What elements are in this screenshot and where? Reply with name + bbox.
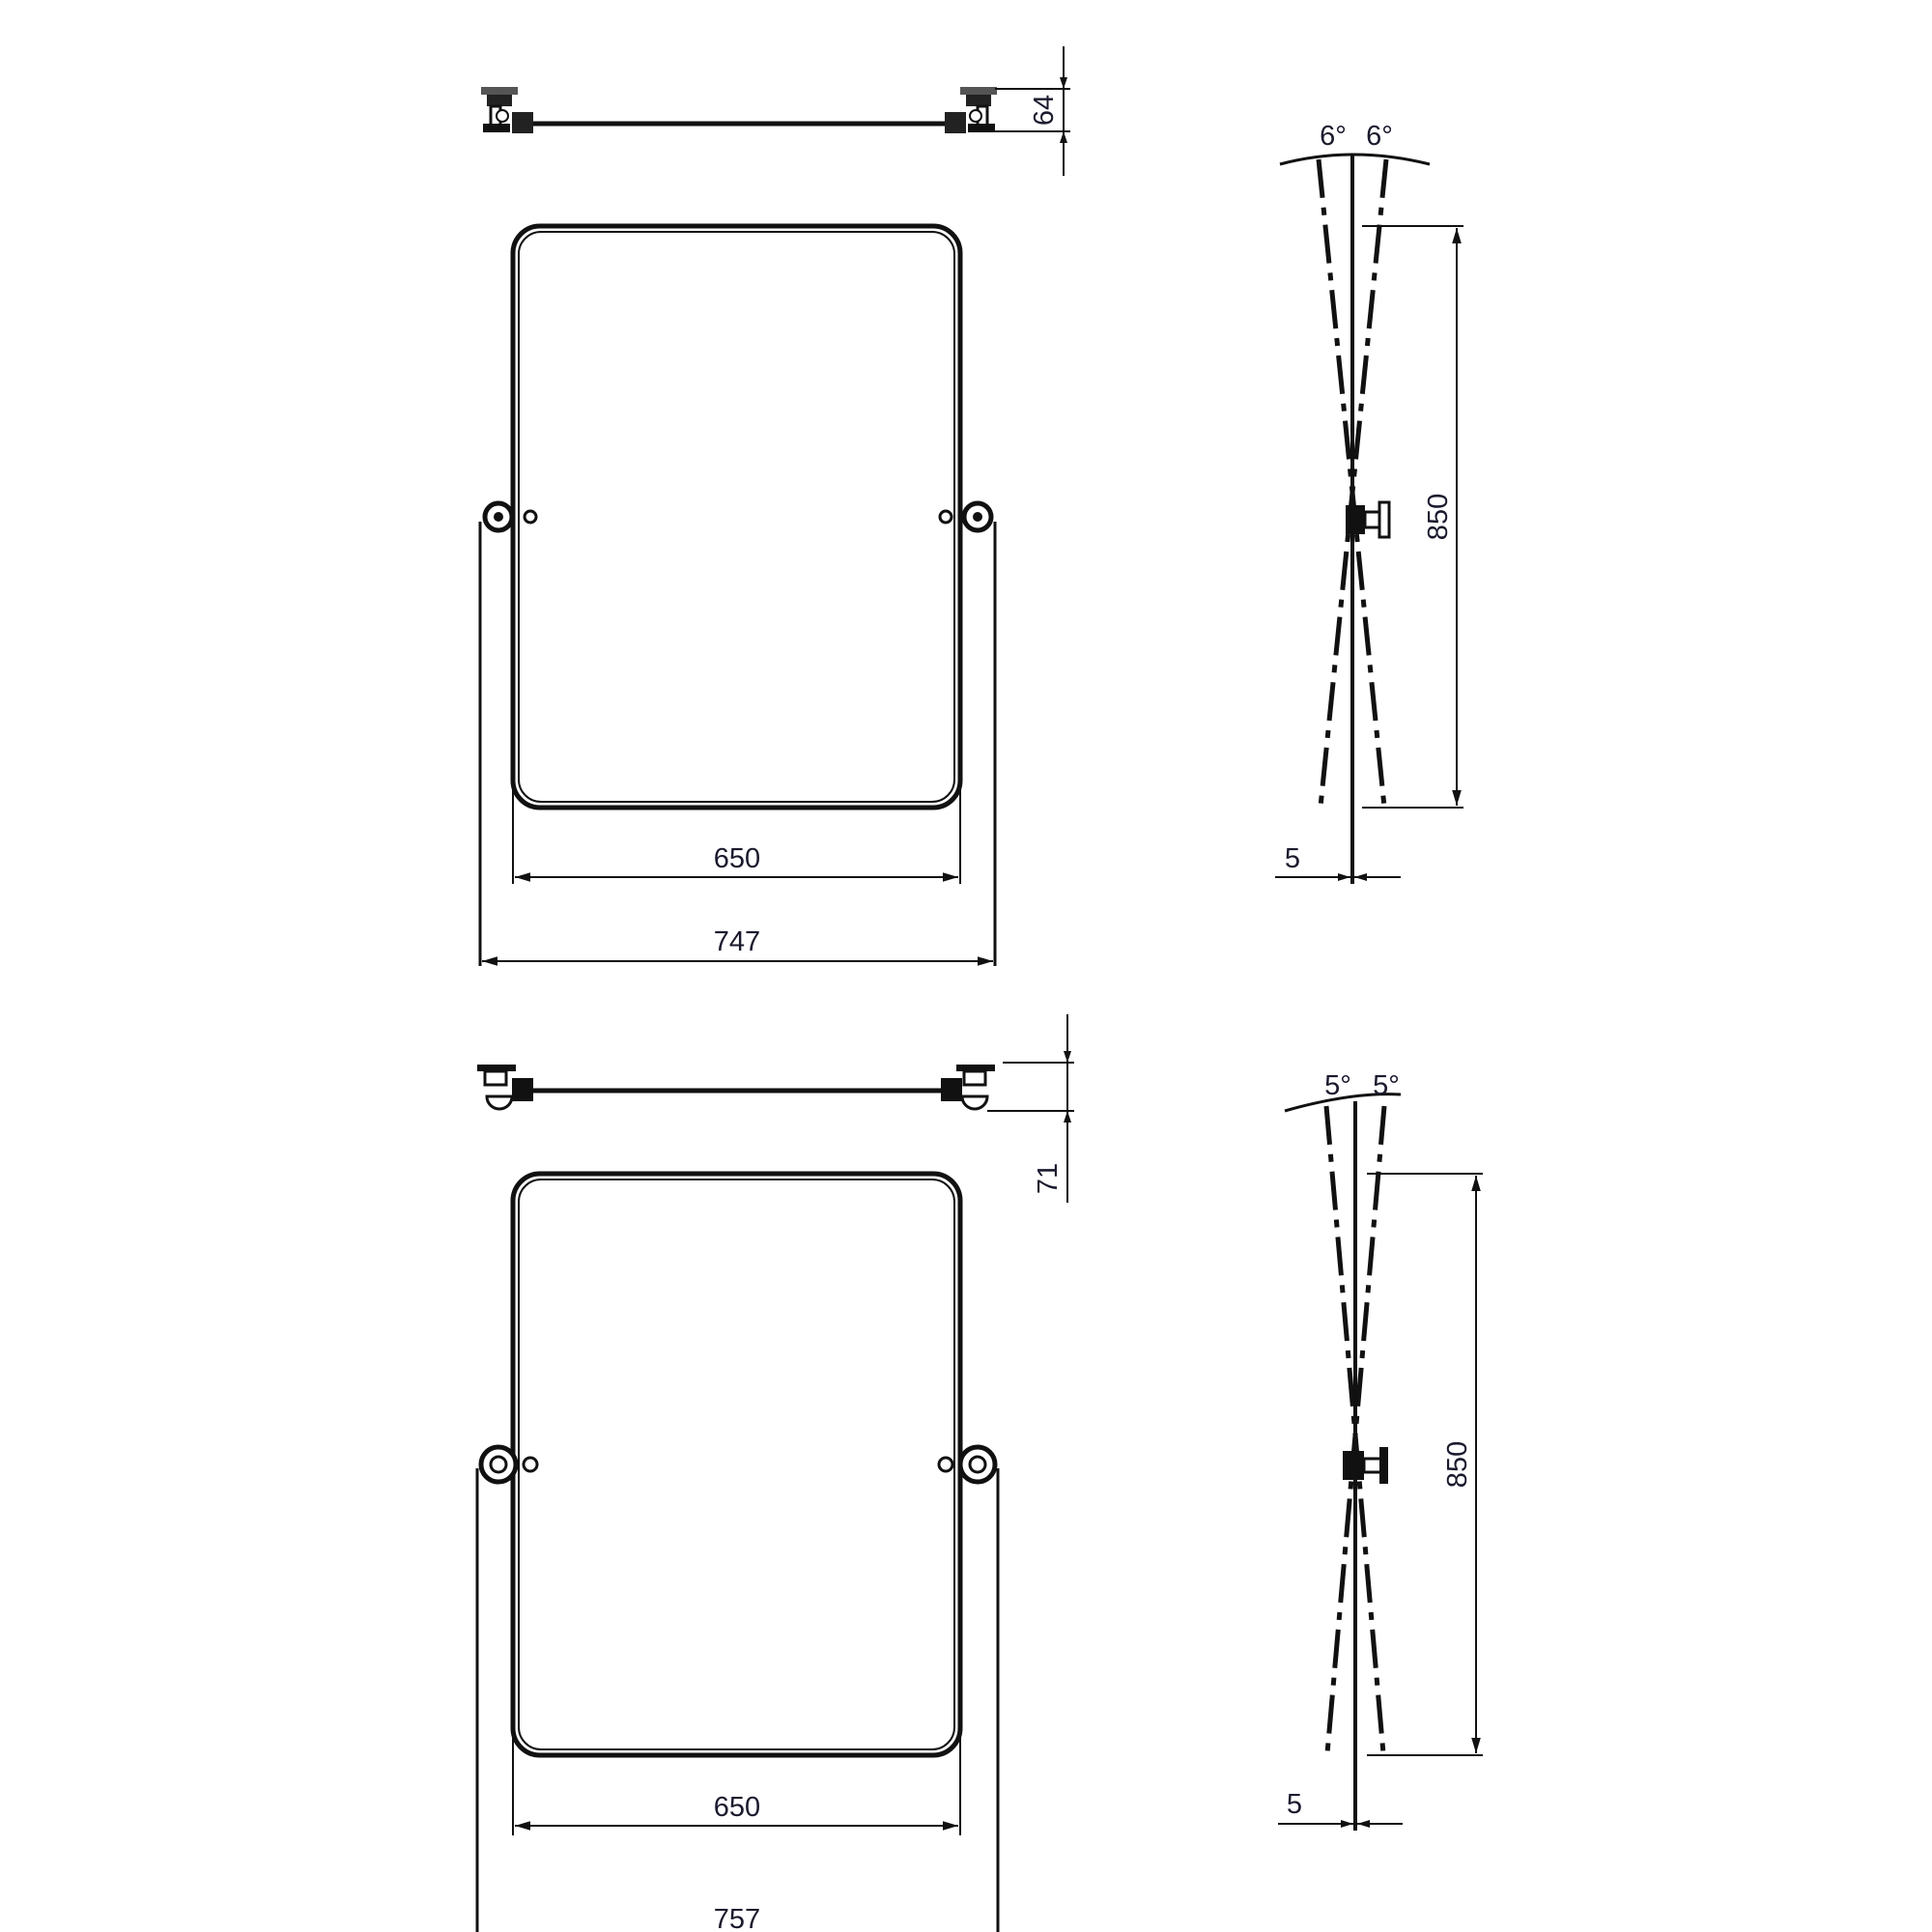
lower-tilt-right-label: 5° xyxy=(1373,1070,1400,1101)
lower-height-label: 850 xyxy=(1442,1441,1473,1488)
upper-tilt-right-label: 6° xyxy=(1366,121,1393,152)
lower-front-view: 650 757 xyxy=(475,1171,1000,1932)
upper-mirror-width-label: 650 xyxy=(714,843,760,874)
lower-depth-label: 71 xyxy=(1033,1163,1064,1194)
lower-overall-width-label: 757 xyxy=(714,1904,760,1932)
side-bracket-icon xyxy=(1343,1447,1388,1484)
upper-variant: 64 650 747 xyxy=(478,46,1463,966)
right-bracket-icon xyxy=(945,87,997,133)
upper-depth-label: 64 xyxy=(1029,95,1060,126)
upper-height-label: 850 xyxy=(1423,494,1454,540)
left-bracket-icon xyxy=(477,1065,533,1111)
upper-top-view: 64 xyxy=(481,46,1070,176)
left-bracket-icon xyxy=(481,87,533,133)
upper-thickness-label: 5 xyxy=(1285,843,1300,874)
upper-side-view: 6° 6° 850 5 xyxy=(1275,121,1463,884)
right-pivot-icon xyxy=(938,500,994,533)
left-pivot-icon xyxy=(478,1444,539,1485)
lower-top-view: 71 xyxy=(477,1014,1074,1203)
lower-tilt-left-label: 5° xyxy=(1324,1070,1351,1101)
left-pivot-icon xyxy=(482,500,538,533)
lower-mirror-width-label: 650 xyxy=(714,1792,760,1823)
right-bracket-icon xyxy=(941,1065,995,1111)
lower-variant: 71 650 757 xyxy=(475,1014,1483,1932)
lower-thickness-label: 5 xyxy=(1287,1789,1302,1820)
upper-tilt-left-label: 6° xyxy=(1320,121,1347,152)
upper-overall-width-label: 747 xyxy=(714,926,760,957)
right-pivot-icon xyxy=(937,1444,998,1485)
side-bracket-icon xyxy=(1346,500,1391,539)
upper-front-view: 650 747 xyxy=(478,223,997,966)
lower-side-view: 5° 5° 850 5 xyxy=(1278,1070,1483,1831)
